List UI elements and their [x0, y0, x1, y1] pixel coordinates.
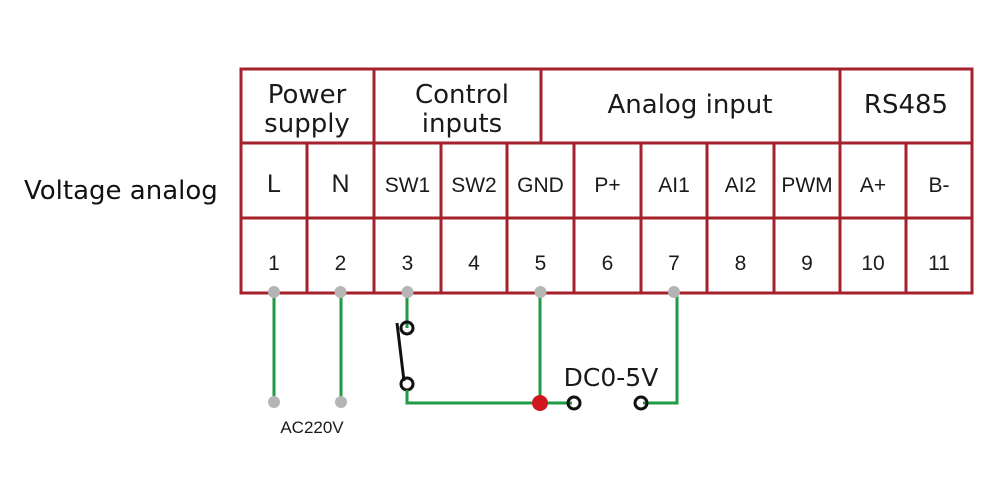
terminal-table: Power supply Control inputs Analog input… [239, 67, 974, 295]
terminal-number-9: 9 [801, 252, 813, 275]
switch-contact-icon [399, 376, 415, 392]
group-analog-input: Analog input [608, 90, 773, 120]
dc-label: DC0-5V [564, 363, 659, 392]
terminal-number-7: 7 [668, 252, 680, 275]
group-control-inputs-line1: Control [415, 80, 509, 110]
terminal-connection-dot [268, 286, 280, 298]
terminal-label-b: B- [929, 174, 950, 197]
dc-terminal-plus-icon [633, 395, 649, 411]
ac-label: AC220V [280, 418, 344, 437]
terminal-number-6: 6 [602, 252, 614, 275]
switch-contact-icon [399, 320, 415, 336]
terminal-number-4: 4 [468, 252, 480, 275]
terminal-number-8: 8 [735, 252, 747, 275]
group-control-inputs-line2: inputs [422, 109, 502, 139]
wire-switch-to-gnd [405, 390, 540, 405]
switch-lever-icon [395, 322, 406, 382]
terminal-number-3: 3 [402, 252, 414, 275]
terminal-label-sw2: SW2 [451, 174, 497, 197]
terminal-label-a: A+ [860, 174, 886, 197]
terminal-label-ai2: AI2 [725, 174, 757, 197]
group-rs485: RS485 [864, 90, 948, 120]
terminal-label-p: P+ [594, 174, 620, 197]
terminal-label-pwm: PWM [781, 174, 832, 197]
terminal-number-5: 5 [535, 252, 547, 275]
terminal-label-ai1: AI1 [658, 174, 690, 197]
group-power-supply-line1: Power [268, 80, 347, 110]
junction-dot [532, 395, 548, 411]
terminal-number-2: 2 [335, 252, 347, 275]
group-power-supply-line2: supply [264, 109, 350, 139]
diagram-title: Voltage analog [24, 176, 218, 206]
terminal-number-1: 1 [268, 252, 280, 275]
ac-terminal-dot [335, 396, 347, 408]
terminal-number-11: 11 [928, 252, 950, 275]
terminal-connection-dot [534, 286, 547, 298]
wiring: AC220V DC0-5V [268, 286, 680, 437]
table-border [239, 67, 974, 295]
terminal-connection-dot [334, 286, 347, 298]
terminal-label-n: N [331, 170, 349, 198]
terminal-connection-dot [401, 286, 414, 298]
dc-terminal-minus-icon [566, 395, 582, 411]
terminal-number-10: 10 [861, 252, 884, 275]
terminal-label-l: L [267, 170, 281, 198]
terminal-connection-dot [668, 286, 680, 298]
terminal-label-gnd: GND [517, 174, 564, 197]
wire-AI1 [643, 293, 679, 405]
terminal-label-sw1: SW1 [385, 174, 431, 197]
ac-terminal-dot [268, 396, 280, 408]
